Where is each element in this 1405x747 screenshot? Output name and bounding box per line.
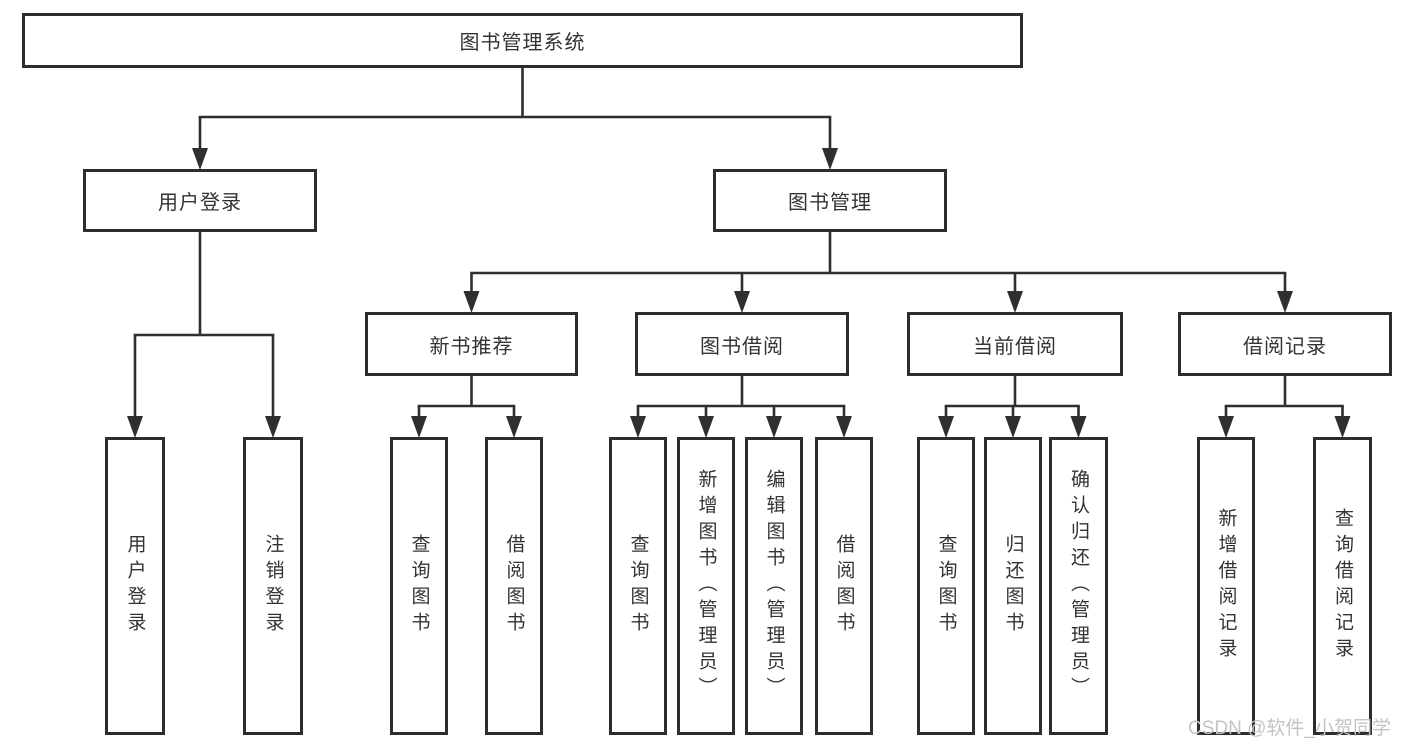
leaf-user-login: 用户登录 [105,437,165,735]
node-book-management: 图书管理 [713,169,947,232]
arrowhead-icon [1070,416,1087,438]
arrowhead-icon [265,416,281,438]
arrowhead-icon [822,148,838,170]
leaf-query-book-recommend: 查询图书 [390,437,448,735]
arrowhead-icon [836,416,852,438]
leaf-edit-book-admin: 编辑图书（管理员） [745,437,803,735]
arrowhead-icon [1005,416,1021,438]
arrowhead-icon [1007,291,1023,313]
leaf-borrow-book-recommend: 借阅图书 [485,437,543,735]
arrowhead-icon [1277,291,1293,313]
arrowhead-icon [630,416,646,438]
arrowhead-icon [938,416,954,438]
arrowhead-icon [734,291,750,313]
node-new-book-recommend: 新书推荐 [365,312,578,376]
arrowhead-icon [506,416,522,438]
arrowhead-icon [698,416,714,438]
leaf-query-book-current: 查询图书 [917,437,975,735]
arrowhead-icon [192,148,208,170]
arrowhead-icon [411,416,427,438]
node-book-borrow: 图书借阅 [635,312,849,376]
leaf-add-book-admin: 新增图书（管理员） [677,437,735,735]
leaf-query-borrow-record: 查询借阅记录 [1313,437,1372,735]
node-library-system: 图书管理系统 [22,13,1023,68]
node-current-borrow: 当前借阅 [907,312,1123,376]
arrowhead-icon [463,291,480,313]
leaf-confirm-return-admin: 确认归还（管理员） [1049,437,1108,735]
leaf-return-book: 归还图书 [984,437,1042,735]
node-borrow-record: 借阅记录 [1178,312,1392,376]
leaf-query-book-borrow: 查询图书 [609,437,667,735]
leaf-add-borrow-record: 新增借阅记录 [1197,437,1255,735]
leaf-borrow-book: 借阅图书 [815,437,873,735]
leaf-logout: 注销登录 [243,437,303,735]
arrowhead-icon [127,416,143,438]
arrowhead-icon [1334,416,1351,438]
arrowhead-icon [1218,416,1234,438]
csdn-watermark: CSDN @软件_小贺同学 [1188,718,1391,739]
node-user-login: 用户登录 [83,169,317,232]
arrowhead-icon [766,416,782,438]
